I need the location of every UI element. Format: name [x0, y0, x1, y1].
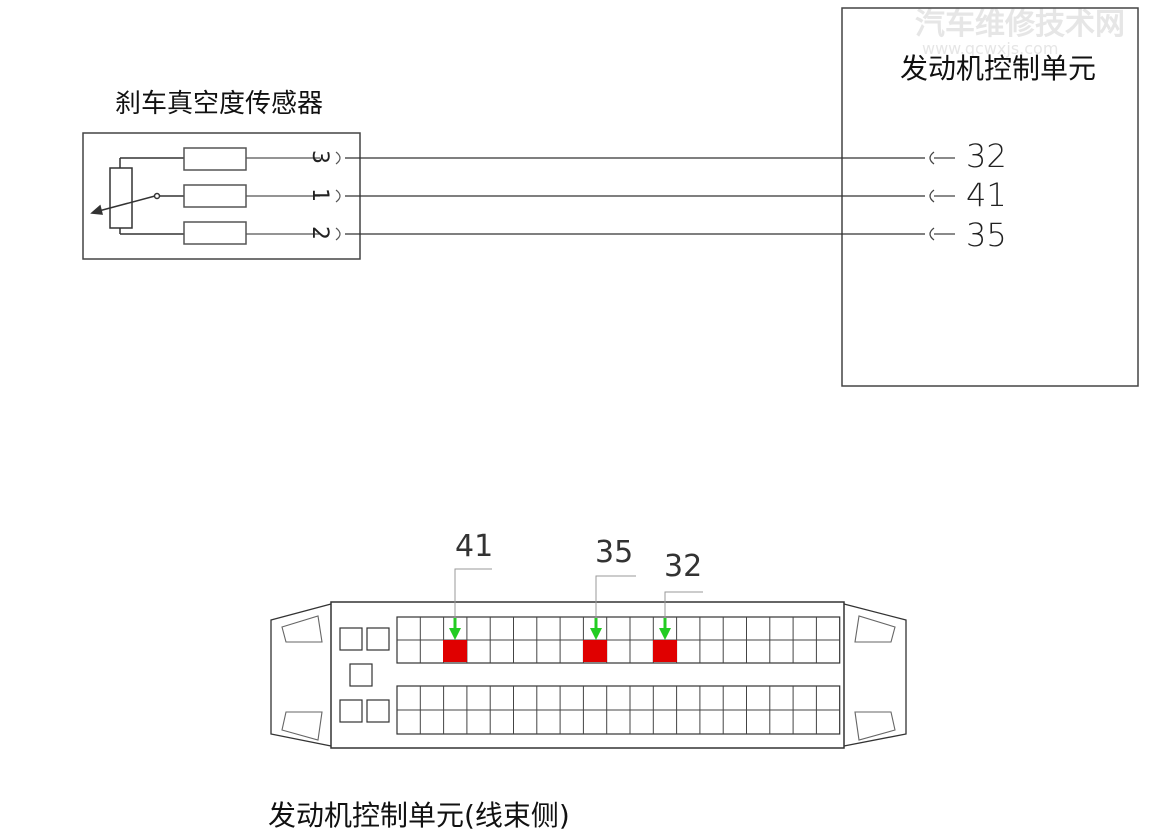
sensor-title: 刹车真空度传感器: [115, 89, 323, 119]
ecu-box: [841, 7, 1139, 387]
ecu-pin-32: 32: [966, 137, 1007, 175]
sensor-terminal-3: 3: [307, 150, 332, 164]
connector-bottom-row: [396, 685, 841, 735]
highlight-pin-35: [583, 640, 607, 662]
watermark-site-name: 汽车维修技术网: [915, 7, 1125, 42]
sensor-terminal-1: 1: [307, 188, 332, 202]
arrow-pin-41: [449, 628, 461, 640]
connector-caption: 发动机控制单元(线束侧): [268, 799, 570, 832]
wire-harness: [345, 157, 925, 235]
arrow-pin-32: [659, 628, 671, 640]
watermark-site-url: www.qcwxjs.com: [922, 39, 1058, 58]
resistor-1: [183, 147, 247, 171]
highlight-pin-32: [653, 640, 677, 662]
sensor-terminal-2: 2: [307, 226, 332, 240]
ecu-title: 发动机控制单元: [900, 52, 1096, 85]
callout-32: 32: [664, 549, 702, 584]
highlight-pin-41: [443, 640, 467, 662]
resistor-2: [183, 184, 247, 208]
resistor-3: [183, 221, 247, 245]
callout-35: 35: [595, 535, 633, 570]
ecu-pin-41: 41: [966, 176, 1007, 214]
ecu-connector: 41 35 32: [270, 529, 907, 749]
arrow-pin-35: [590, 628, 602, 640]
callout-41: 41: [455, 529, 493, 564]
potentiometer-symbol: [90, 157, 184, 235]
ecu-pin-35: 35: [966, 216, 1007, 254]
